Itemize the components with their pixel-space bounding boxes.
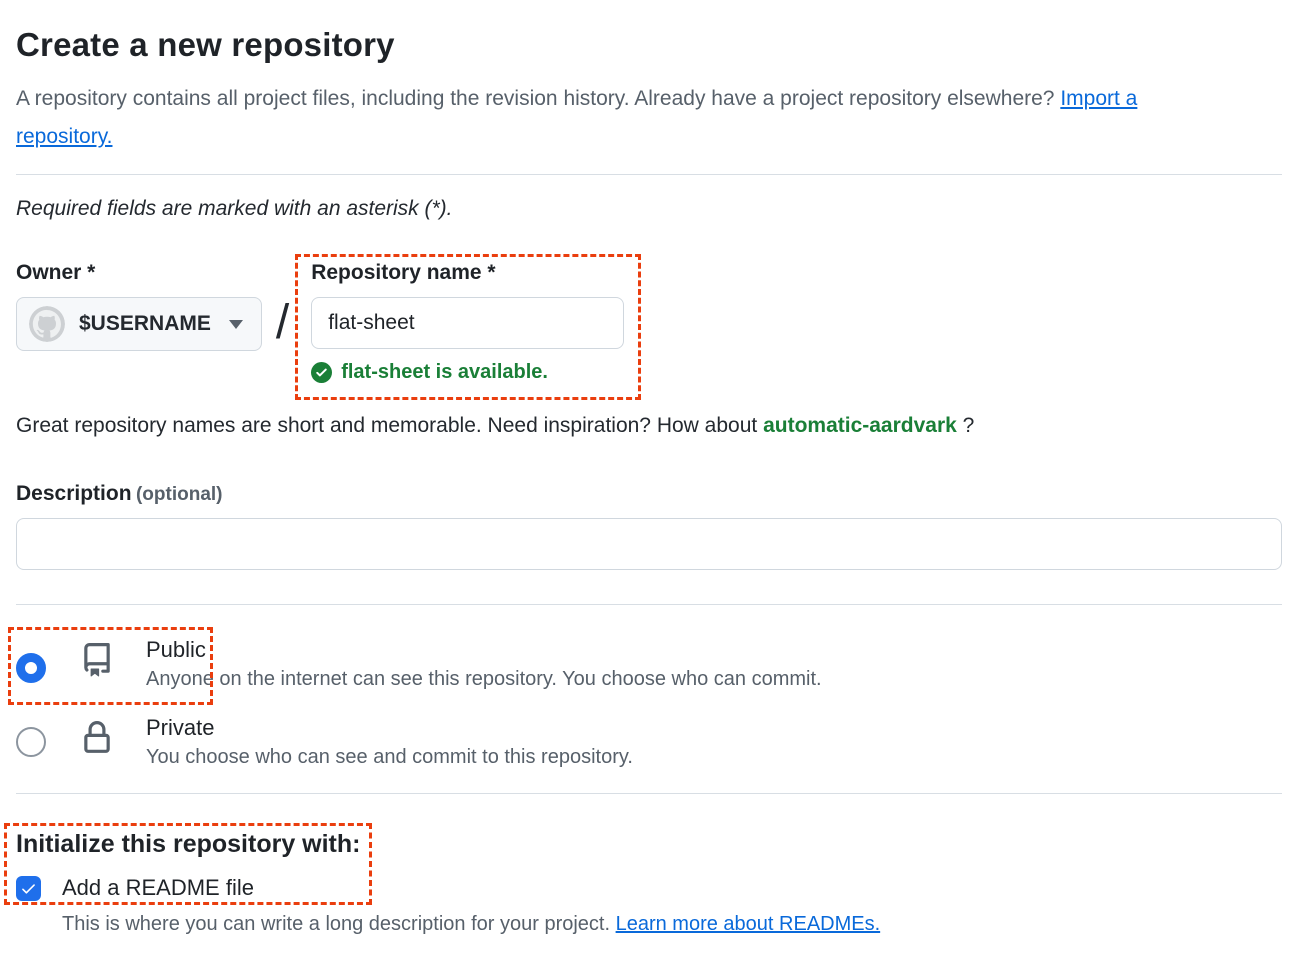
readme-note-text: This is where you can write a long descr… xyxy=(62,913,611,935)
repository-name-input[interactable] xyxy=(311,297,625,349)
page-title: Create a new repository xyxy=(16,26,395,63)
public-option-text: Public Anyone on the internet can see th… xyxy=(146,637,822,691)
intro-paragraph: A repository contains all project files,… xyxy=(16,80,1201,156)
public-description: Anyone on the internet can see this repo… xyxy=(146,668,822,690)
owner-field: Owner * $USERNAME xyxy=(16,261,262,351)
repo-book-icon xyxy=(84,643,110,677)
public-radio[interactable] xyxy=(16,653,46,683)
description-optional-hint: (optional) xyxy=(135,484,223,505)
private-label[interactable]: Private xyxy=(146,715,215,740)
visibility-option-public: Public Anyone on the internet can see th… xyxy=(8,627,1282,705)
create-repository-page: Create a new repository A repository con… xyxy=(4,26,1282,936)
repository-name-field: Repository name * flat-sheet is availabl… xyxy=(295,254,642,400)
chevron-down-icon xyxy=(228,319,243,329)
description-input[interactable] xyxy=(16,518,1282,570)
visibility-option-private: Private You choose who can see and commi… xyxy=(16,715,1282,769)
avatar xyxy=(29,306,65,342)
owner-repo-row: Owner * $USERNAME / Repository name * fl… xyxy=(16,254,1282,400)
checkmark-icon xyxy=(22,883,35,894)
suggested-name-link[interactable]: automatic-aardvark xyxy=(763,414,957,437)
availability-message: flat-sheet is available. xyxy=(311,361,624,384)
owner-repo-separator: / xyxy=(275,296,290,349)
private-description: You choose who can see and commit to thi… xyxy=(146,746,633,768)
repository-name-label: Repository name * xyxy=(311,261,496,284)
private-option-text: Private You choose who can see and commi… xyxy=(146,715,633,769)
divider-top xyxy=(16,174,1282,175)
readme-note: This is where you can write a long descr… xyxy=(62,913,1282,936)
private-radio[interactable] xyxy=(16,727,46,757)
readme-checkbox-label[interactable]: Add a README file xyxy=(62,875,254,900)
readme-checkbox-row: Add a README file xyxy=(16,875,1282,901)
description-label: Description xyxy=(16,482,132,505)
lock-icon xyxy=(84,721,110,753)
check-circle-icon xyxy=(311,362,333,383)
owner-selected-value: $USERNAME xyxy=(79,312,211,335)
required-fields-note: Required fields are marked with an aster… xyxy=(16,197,453,220)
availability-text: flat-sheet is available. xyxy=(341,361,548,383)
learn-more-readmes-link[interactable]: Learn more about READMEs. xyxy=(615,913,881,935)
description-label-row: Description (optional) xyxy=(16,482,1282,506)
owner-dropdown-button[interactable]: $USERNAME xyxy=(16,297,262,351)
initialize-heading: Initialize this repository with: xyxy=(16,830,361,858)
divider-visibility-top xyxy=(16,604,1282,605)
public-label[interactable]: Public xyxy=(146,637,206,662)
initialize-section: Initialize this repository with: Add a R… xyxy=(4,823,1282,936)
divider-initialize-top xyxy=(16,793,1282,794)
readme-checkbox[interactable] xyxy=(16,875,41,901)
owner-label: Owner * xyxy=(16,261,96,284)
intro-text: A repository contains all project files,… xyxy=(16,87,1055,110)
import-repository-link[interactable]: Import a repository. xyxy=(16,87,1138,148)
suggestion-text-before: Great repository names are short and mem… xyxy=(16,414,758,437)
suggestion-text-after: ? xyxy=(962,414,975,437)
name-suggestion: Great repository names are short and mem… xyxy=(16,414,1282,438)
